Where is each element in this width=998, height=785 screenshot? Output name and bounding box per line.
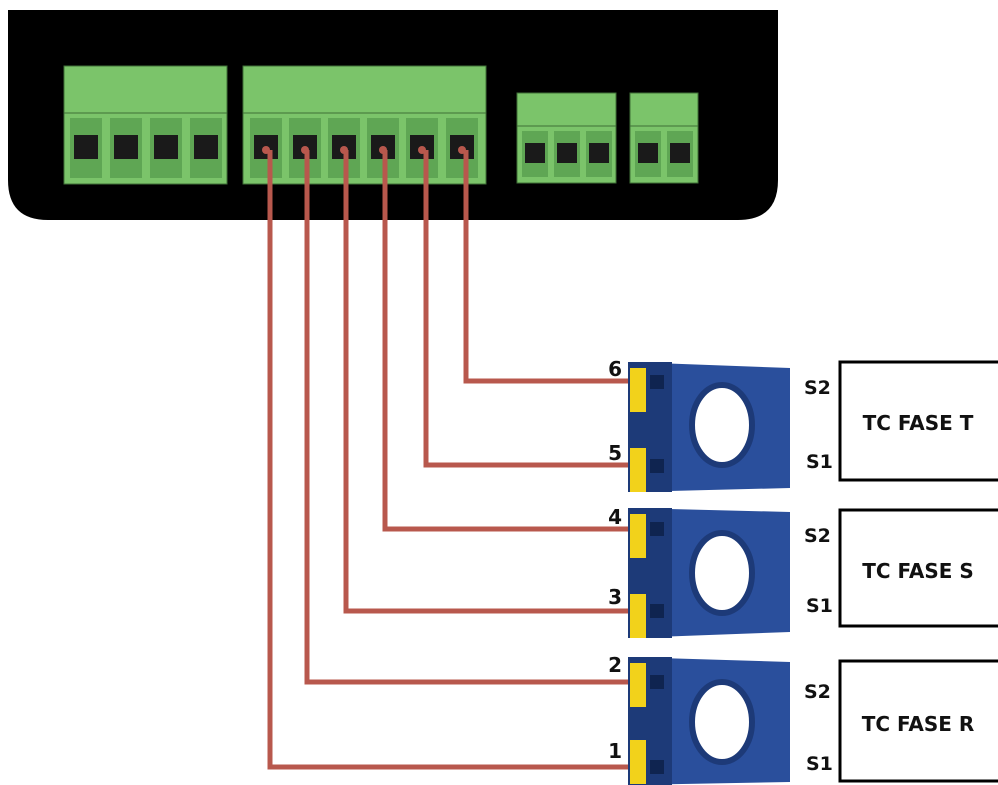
terminal-slot-6: [446, 118, 478, 178]
s2-label: S2: [804, 377, 831, 399]
terminal-slot: [150, 118, 182, 178]
terminal-slot: [522, 131, 548, 177]
s1-label: S1: [806, 451, 833, 473]
wire-3: [343, 150, 660, 614]
terminal-number-4: 4: [608, 505, 622, 529]
current-transformer-t: [628, 362, 790, 492]
terminal-number-2: 2: [608, 653, 622, 677]
terminal-number-3: 3: [608, 585, 622, 609]
wire-1: [267, 150, 660, 770]
connector-block-3pos: [516, 92, 617, 184]
s1-label: S1: [806, 595, 833, 617]
terminal-slot: [635, 131, 661, 177]
connector-block-ct-inputs: [242, 65, 487, 185]
terminal-slot: [667, 131, 693, 177]
ct-name-r: TC FASE R: [862, 712, 975, 736]
s2-label: S2: [804, 525, 831, 547]
s1-label: S1: [806, 753, 833, 775]
wire-6: [463, 150, 660, 384]
terminal-number-5: 5: [608, 441, 622, 465]
current-transformer-r: [628, 657, 790, 785]
ct-name-box-t: TC FASE T: [838, 360, 998, 482]
ct-name-box-s: TC FASE S: [838, 508, 998, 628]
connector-block-4pos: [63, 65, 228, 185]
terminal-slot: [190, 118, 222, 178]
terminal-slot: [110, 118, 142, 178]
ct-name-s: TC FASE S: [862, 559, 974, 583]
terminal-slot: [586, 131, 612, 177]
terminal-number-6: 6: [608, 357, 622, 381]
s2-label: S2: [804, 681, 831, 703]
current-transformer-s: [628, 508, 790, 638]
terminal-number-1: 1: [608, 739, 622, 763]
wire-4: [382, 150, 660, 532]
terminal-slot: [554, 131, 580, 177]
wire-2: [304, 150, 660, 685]
terminal-slot-5: [406, 118, 438, 178]
terminal-slot: [70, 118, 102, 178]
ct-name-box-r: TC FASE R: [838, 659, 998, 783]
wire-5: [423, 150, 660, 468]
connector-block-2pos: [629, 92, 699, 184]
ct-name-t: TC FASE T: [863, 411, 974, 435]
